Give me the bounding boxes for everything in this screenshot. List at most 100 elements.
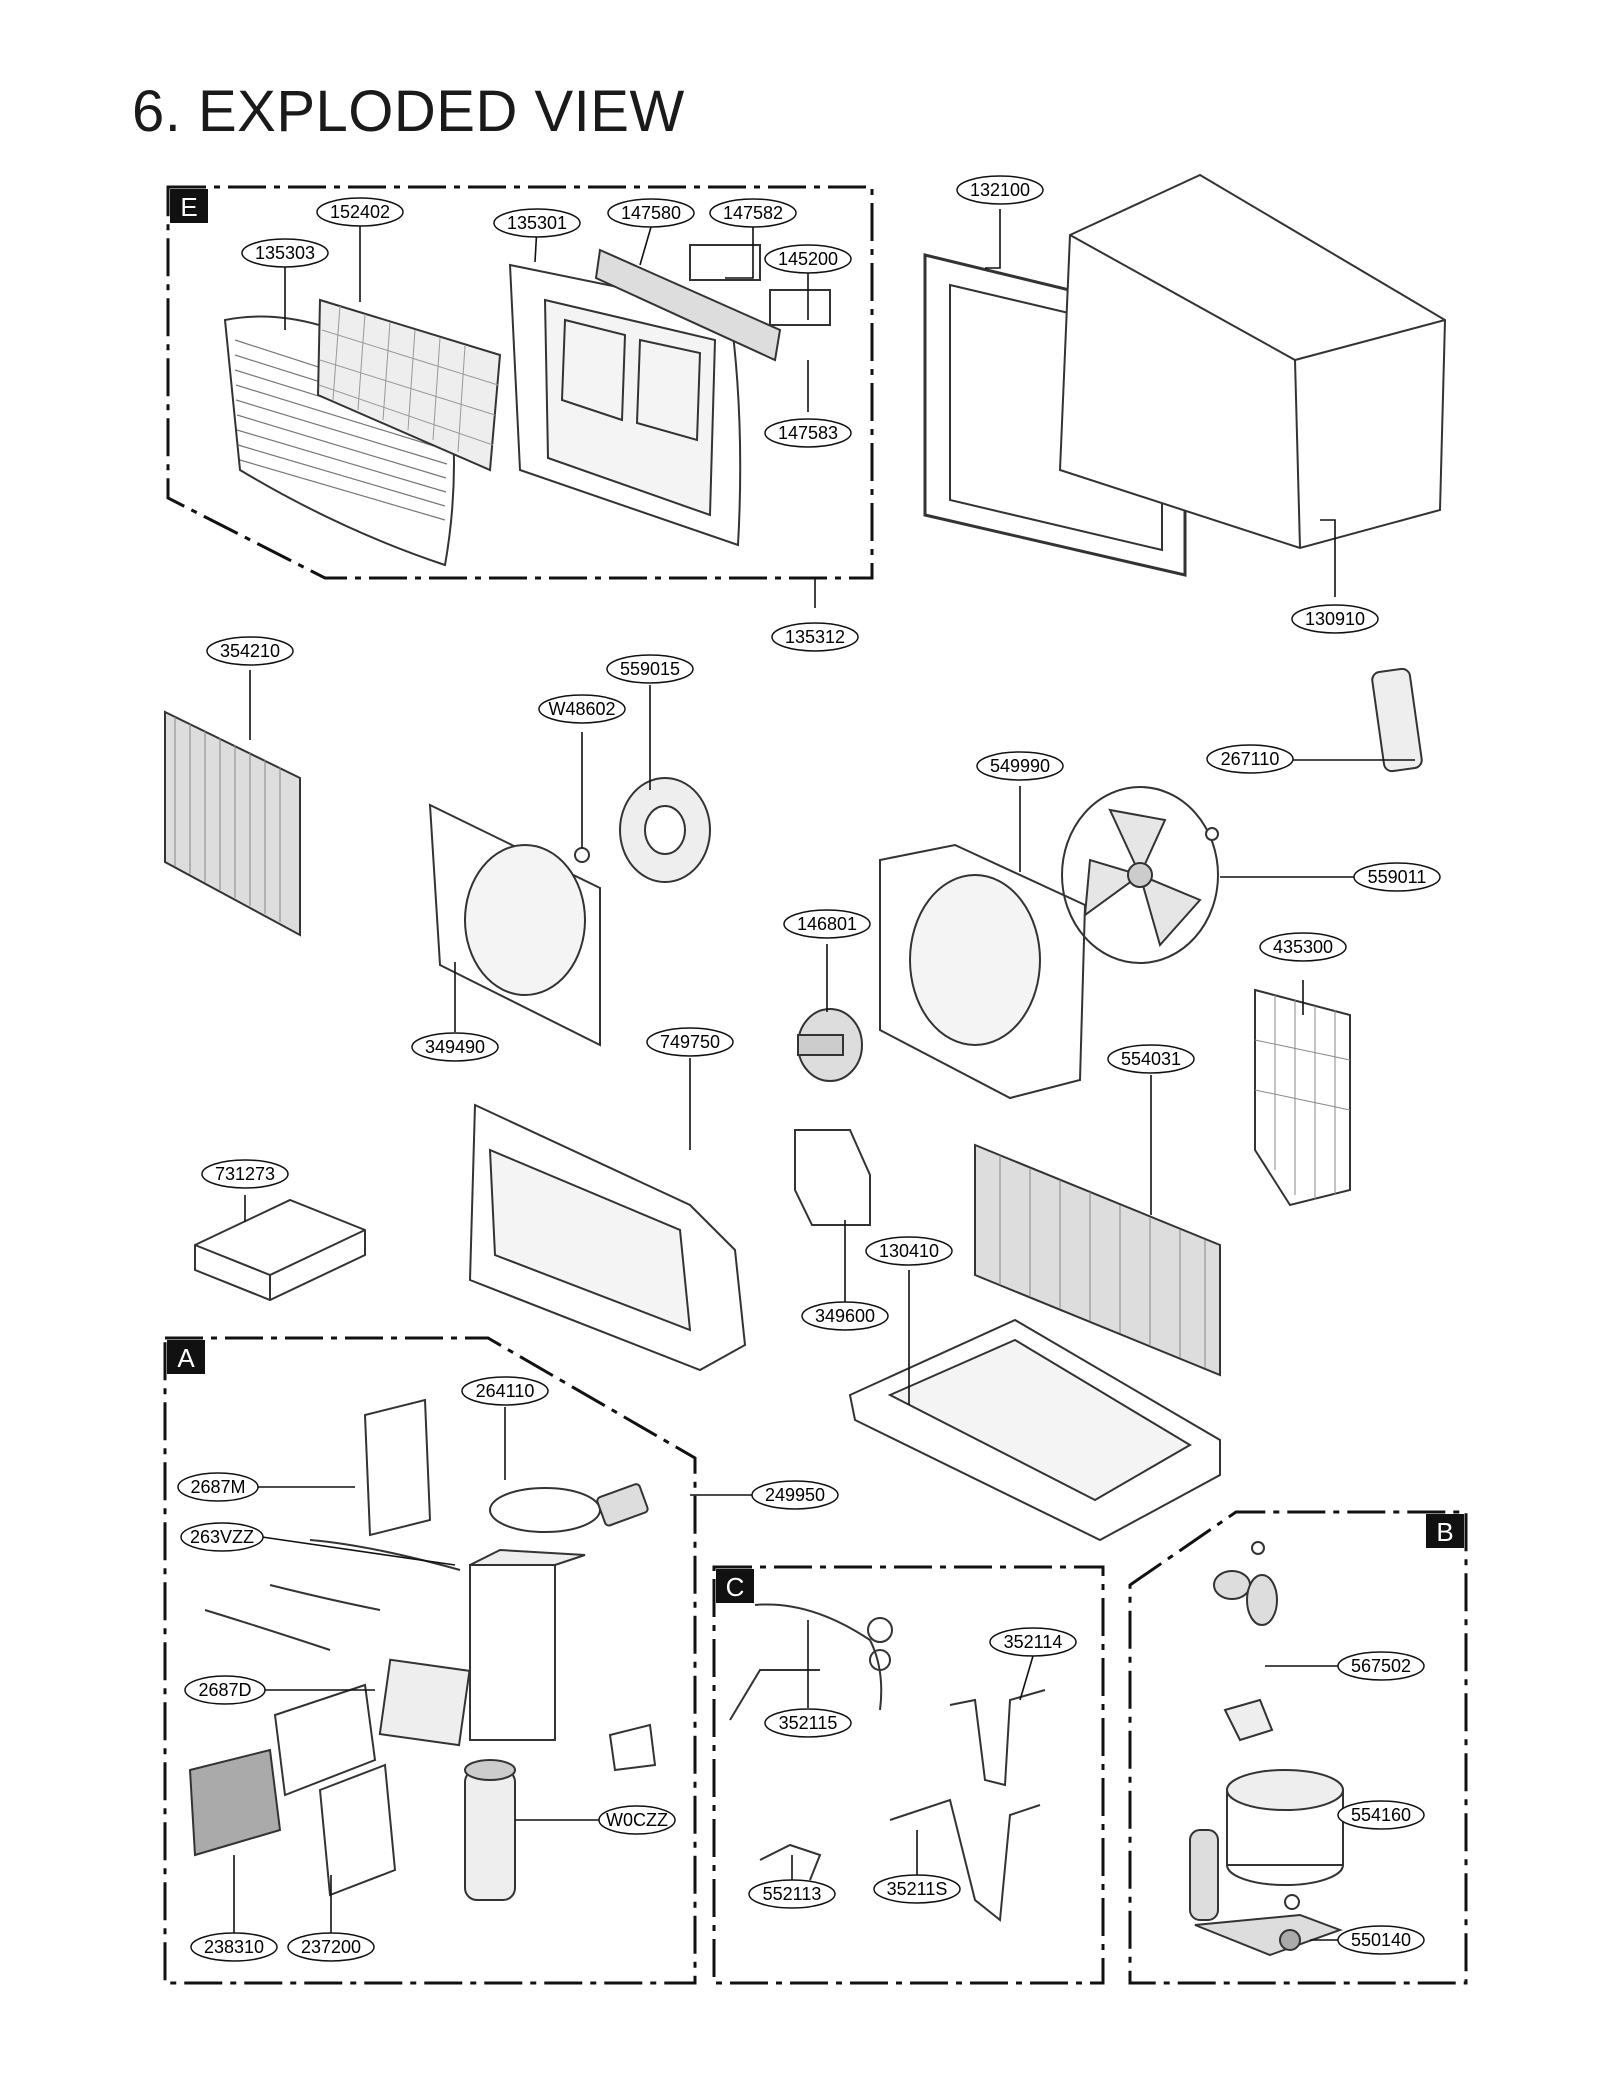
louvre-drawing xyxy=(594,244,831,362)
part-number-549990: 549990 xyxy=(990,756,1050,776)
base-pan-drawing xyxy=(848,1318,1221,1542)
section-b-letter: B xyxy=(1436,1517,1453,1547)
blower-housing-drawing xyxy=(428,803,601,1047)
part-number-349490: 349490 xyxy=(425,1037,485,1057)
part-number-552113: 552113 xyxy=(763,1884,822,1904)
callout-264110: 264110 xyxy=(461,1376,549,1406)
part-number-147583: 147583 xyxy=(778,423,838,443)
part-number-435300: 435300 xyxy=(1273,937,1333,957)
callout-552113: 552113 xyxy=(748,1879,836,1909)
part-number-249950: 249950 xyxy=(765,1485,825,1505)
callout-238310: 238310 xyxy=(190,1932,278,1962)
part-number-146801: 146801 xyxy=(797,914,857,934)
callout-132100: 132100 xyxy=(956,175,1044,205)
display-panel-drawing xyxy=(188,1683,397,1897)
power-cord-drawing xyxy=(489,1483,649,1533)
part-number-W0CZZ: W0CZZ xyxy=(606,1810,668,1830)
section-c-border xyxy=(712,1565,1105,1985)
fan-motor-drawing xyxy=(797,1008,863,1082)
fan-shroud-drawing xyxy=(879,843,1087,1100)
callout-554031: 554031 xyxy=(1107,1044,1195,1074)
nut-drawing xyxy=(574,847,590,863)
overload-drawing xyxy=(1213,1541,1278,1742)
part-number-35211S: 35211S xyxy=(887,1879,948,1899)
wire-harness-drawing xyxy=(204,1539,461,1651)
callout-237200: 237200 xyxy=(287,1932,375,1962)
capillary-tube-drawing xyxy=(729,1603,893,1721)
callout-731273: 731273 xyxy=(201,1159,289,1189)
part-number-559011: 559011 xyxy=(1368,867,1427,887)
part-number-238310: 238310 xyxy=(204,1937,264,1957)
part-number-267110: 267110 xyxy=(1221,749,1280,769)
callout-147582: 147582 xyxy=(709,198,797,228)
part-number-554031: 554031 xyxy=(1121,1049,1181,1069)
part-number-152402: 152402 xyxy=(330,202,390,222)
part-number-263VZZ: 263VZZ xyxy=(190,1527,254,1547)
callout-135301: 135301 xyxy=(493,208,581,238)
callout-567502: 567502 xyxy=(1337,1651,1425,1681)
part-number-264110: 264110 xyxy=(476,1381,535,1401)
callout-249950: 249950 xyxy=(751,1480,839,1510)
callout-749750: 749750 xyxy=(646,1027,734,1057)
part-number-2687D: 2687D xyxy=(198,1680,251,1700)
section-e-tag xyxy=(170,189,208,223)
section-a-letter: A xyxy=(177,1343,195,1373)
process-tube-drawing xyxy=(889,1798,1041,1922)
section-c-letter: C xyxy=(726,1572,745,1602)
blower-wheel-drawing xyxy=(619,777,711,883)
part-number-731273: 731273 xyxy=(215,1164,275,1184)
callout-2687D: 2687D xyxy=(184,1675,266,1705)
part-number-352114: 352114 xyxy=(1004,1632,1063,1652)
callout-2687M: 2687M xyxy=(177,1472,259,1502)
shroud-grille-drawing xyxy=(1254,988,1351,1207)
callout-435300: 435300 xyxy=(1259,932,1347,962)
part-number-135301: 135301 xyxy=(507,213,567,233)
part-number-349600: 349600 xyxy=(815,1306,875,1326)
leader-lines xyxy=(233,209,1415,1941)
section-e-border xyxy=(166,185,874,580)
part-number-W48602: W48602 xyxy=(548,699,615,719)
callout-130910: 130910 xyxy=(1291,604,1379,634)
callout-352115: 352115 xyxy=(764,1708,852,1738)
page-title: 6. EXPLODED VIEW xyxy=(132,79,685,144)
callout-554160: 554160 xyxy=(1337,1800,1425,1830)
callout-550140: 550140 xyxy=(1337,1925,1425,1955)
callout-354210: 354210 xyxy=(206,636,294,666)
section-a-tag xyxy=(167,1340,205,1374)
suction-tube-drawing xyxy=(949,1689,1046,1787)
section-b-border xyxy=(1128,1510,1468,1985)
callout-135312: 135312 xyxy=(771,622,859,652)
part-number-554160: 554160 xyxy=(1351,1805,1411,1825)
condenser-coil-drawing xyxy=(974,1143,1221,1377)
callout-147583: 147583 xyxy=(764,418,852,448)
part-number-147580: 147580 xyxy=(621,203,681,223)
cabinet-drawing xyxy=(1058,173,1447,550)
propeller-fan-drawing xyxy=(1061,786,1219,964)
front-panel-drawing xyxy=(508,263,742,547)
part-number-2687M: 2687M xyxy=(190,1477,245,1497)
callout-146801: 146801 xyxy=(783,909,871,939)
section-b-tag xyxy=(1426,1514,1464,1548)
callout-145200: 145200 xyxy=(764,244,852,274)
callout-W48602: W48602 xyxy=(538,694,626,724)
part-number-135312: 135312 xyxy=(785,627,845,647)
section-a-border xyxy=(163,1336,697,1985)
part-number-145200: 145200 xyxy=(778,249,838,269)
callout-147580: 147580 xyxy=(607,198,695,228)
callout-549990: 549990 xyxy=(976,751,1064,781)
grommet-drawing xyxy=(1279,1894,1301,1951)
section-c-tag xyxy=(716,1569,754,1603)
section-e-letter: E xyxy=(180,192,197,222)
compressor-drawing xyxy=(1189,1769,1344,1957)
part-number-559015: 559015 xyxy=(620,659,680,679)
accessory-box-drawing xyxy=(194,1198,366,1302)
callout-349600: 349600 xyxy=(801,1301,889,1331)
callout-349490: 349490 xyxy=(411,1032,499,1062)
discharge-tube-drawing xyxy=(759,1843,822,1881)
part-number-132100: 132100 xyxy=(970,180,1030,200)
part-drawings xyxy=(164,173,1447,1957)
part-number-352115: 352115 xyxy=(779,1713,838,1733)
callout-267110: 267110 xyxy=(1206,744,1294,774)
callout-263VZZ: 263VZZ xyxy=(180,1522,264,1552)
